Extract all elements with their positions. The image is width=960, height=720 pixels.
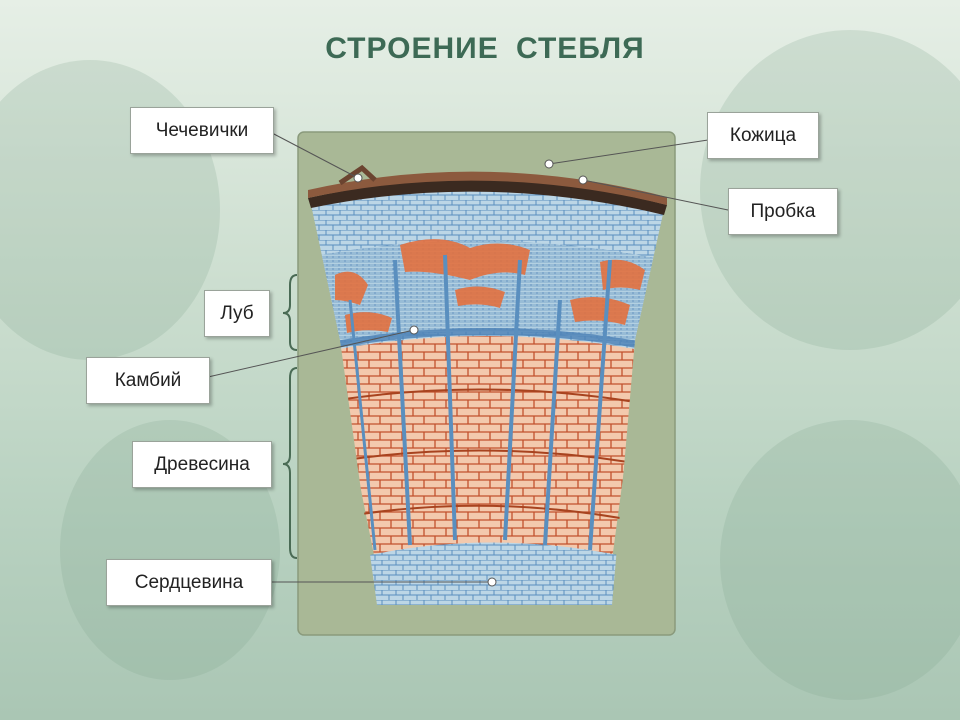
label-lub: Луб bbox=[204, 290, 270, 337]
leader-lines bbox=[207, 132, 729, 583]
label-kozhitsa: Кожица bbox=[707, 112, 819, 159]
label-chechevichki: Чечевички bbox=[130, 107, 274, 154]
bast-patch bbox=[400, 239, 530, 280]
label-kambiy: Камбий bbox=[86, 357, 210, 404]
stem-section bbox=[310, 181, 665, 606]
label-probka: Пробка bbox=[728, 188, 838, 235]
leader-dots bbox=[353, 159, 588, 587]
bast-patch bbox=[455, 286, 505, 308]
bast-patch bbox=[570, 296, 630, 325]
pith-layer bbox=[370, 542, 618, 606]
label-drevesina: Древесина bbox=[132, 441, 272, 488]
bast-patch bbox=[345, 312, 392, 333]
lub-bracket bbox=[282, 274, 298, 351]
cork-band bbox=[308, 179, 667, 215]
skin-band bbox=[308, 171, 667, 205]
background-tree bbox=[720, 420, 960, 700]
cambium-line bbox=[332, 328, 641, 349]
wood-layer bbox=[333, 336, 640, 560]
lenticel bbox=[338, 164, 377, 186]
drevesina-bracket bbox=[282, 367, 298, 559]
label-serdtsevina: Сердцевина bbox=[106, 559, 272, 606]
bast-patch bbox=[335, 271, 368, 305]
page-title: СТРОЕНИЕ СТЕБЛЯ bbox=[325, 32, 645, 65]
